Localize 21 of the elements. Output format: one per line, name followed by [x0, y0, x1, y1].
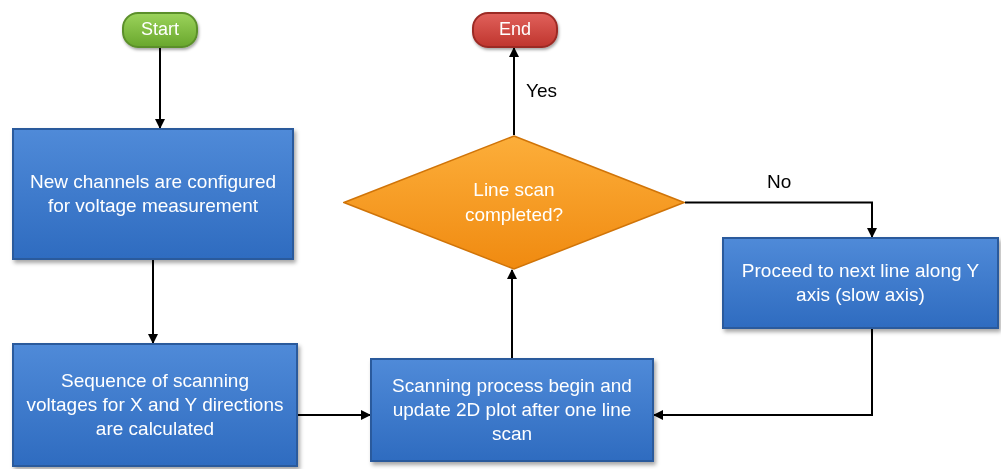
process-box: [722, 237, 999, 329]
node-label: Proceed to next line along Y axis (slow axis): [740, 258, 981, 307]
arrow: [653, 328, 873, 420]
arrow: [507, 269, 517, 359]
arrow: [684, 201, 877, 238]
process-box: [12, 128, 294, 260]
start-terminal: [122, 12, 198, 48]
process-box: [370, 358, 654, 462]
node-label: Sequence of scanning voltages for X and Y directions are calculated: [25, 368, 285, 442]
decision-diamond: [343, 135, 685, 270]
process-box: [12, 343, 298, 467]
node-label: Line scan completed?: [463, 178, 565, 227]
node-label: End: [499, 18, 531, 42]
end-terminal: [472, 12, 558, 48]
node-label: Scanning process begin and update 2D plot after one line scan: [391, 373, 633, 447]
arrow: [148, 259, 158, 344]
arrow: [509, 47, 519, 136]
arrow: [297, 410, 371, 420]
node-label: New channels are configured for voltage measurement: [28, 169, 278, 218]
arrow: [155, 47, 165, 129]
node-label: Start: [141, 18, 179, 42]
